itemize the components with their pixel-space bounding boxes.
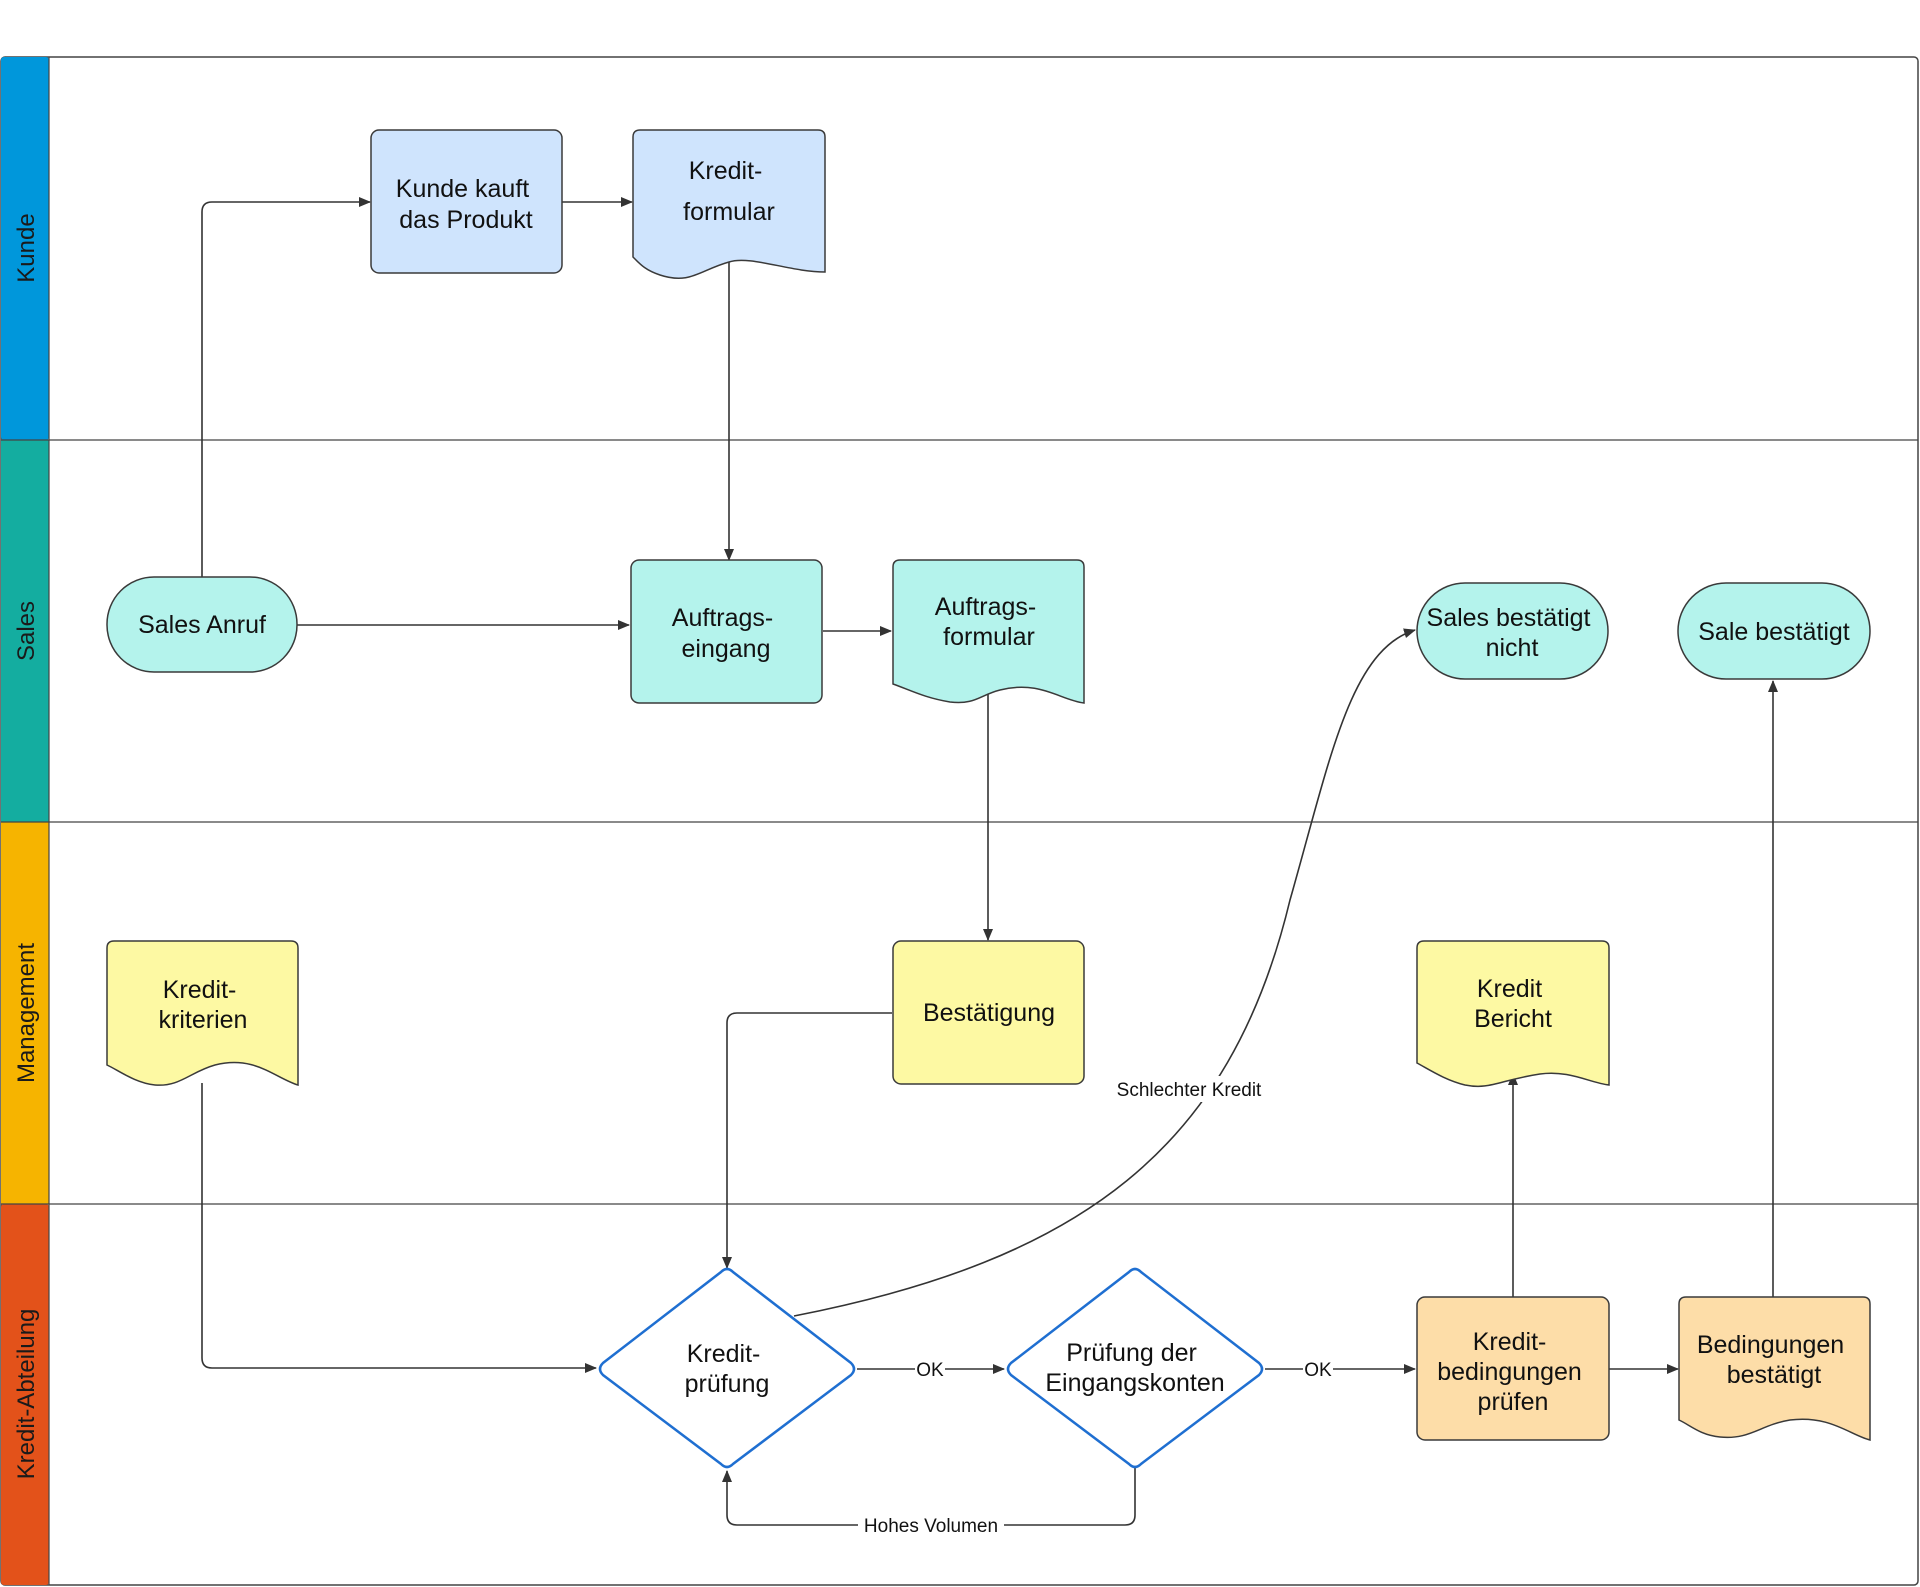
svg-text:Kredit- kriterien: Kredit- kriterien [159,976,248,1034]
node-kredit-formular-document[interactable]: Kredit- formular [632,129,826,280]
edge-sales-anruf-to-kunde-kauft [201,197,371,578]
svg-text:Bedingungen bestätigt: Bedingungen bestätigt [1697,1331,1851,1389]
svg-text:Auftrags- eingang: Auftrags- eingang [672,604,780,663]
svg-text:Kredit Bericht: Kredit Bericht [1474,975,1552,1033]
lane-label-kredit-abteilung: Kredit-Abteilung [13,1309,40,1480]
edge-label-ok-2: OK [1303,1357,1333,1381]
svg-text:Sales Anruf: Sales Anruf [138,611,266,639]
svg-text:Kunde kauft das Produkt: Kunde kauft das Produkt [396,175,536,234]
svg-text:Bestätigung: Bestätigung [923,999,1055,1027]
svg-text:Kredit- formular: Kredit- formular [683,157,775,226]
lane-header-sales [1,440,49,822]
lane-label-kunde: Kunde [13,213,40,282]
node-kredit-bericht-document[interactable]: Kredit Bericht [1416,940,1610,1088]
node-auftragsformular-document[interactable]: Auftrags- formular [892,559,1085,704]
node-sales-anruf-terminal[interactable]: Sales Anruf [106,576,298,673]
node-bestaetigung[interactable]: Bestätigung [892,940,1085,1085]
edge-kreditkriterien-to-kreditpruefung [201,1083,597,1373]
svg-text:OK: OK [916,1360,944,1381]
svg-text:Sales bestätigt nicht: Sales bestätigt nicht [1427,604,1598,662]
edge-schlechter-kredit [793,628,1416,1317]
node-sale-bestaetigt-terminal[interactable]: Sale bestätigt [1677,582,1871,680]
node-auftragseingang[interactable]: Auftrags- eingang [630,559,823,704]
node-sales-bestaetigt-nicht-terminal[interactable]: Sales bestätigt nicht [1416,582,1609,680]
node-bedingungen-bestaetigt-document[interactable]: Bedingungen bestätigt [1678,1296,1871,1441]
svg-text:Kredit- prüfung: Kredit- prüfung [685,1340,770,1398]
edge-label-schlechter-kredit: Schlechter Kredit [1104,1076,1274,1102]
edge-bestaetigung-to-kreditpruefung [722,1012,892,1269]
edge-label-hohes-volumen: Hohes Volumen [858,1513,1004,1537]
svg-text:Kredit- bedingungen: Kredit- bedingungen prüfen [1437,1328,1589,1416]
node-kunde-kauft[interactable]: Kunde kauft das Produkt [370,129,563,274]
lanes-frame [0,56,1919,1586]
svg-text:Sale bestätigt: Sale bestätigt [1698,618,1850,646]
svg-text:Auftrags- formular: Auftrags- formular [935,593,1043,651]
svg-text:Hohes Volumen: Hohes Volumen [864,1516,998,1537]
svg-text:OK: OK [1304,1360,1332,1381]
edge-label-ok-1: OK [915,1357,945,1381]
svg-text:Prüfung der Eingangskont: Prüfung der Eingangskonten [1045,1339,1224,1397]
node-kreditbedingungen-pruefen[interactable]: Kredit- bedingungen prüfen [1416,1296,1610,1441]
lane-label-management: Management [13,943,40,1083]
node-kreditkriterien-document[interactable]: Kredit- kriterien [106,940,299,1087]
decision-pruefung-eingangskonten[interactable]: Prüfung der Eingangskonten [1006,1267,1264,1469]
decision-kreditpruefung[interactable]: Kredit- prüfung [598,1267,856,1469]
lane-header-kredit [1,1204,49,1585]
lane-header-kunde [1,57,49,440]
svg-text:Schlechter Kredit: Schlechter Kredit [1117,1080,1262,1101]
lane-label-sales: Sales [13,601,40,661]
lane-header-management [1,822,49,1204]
